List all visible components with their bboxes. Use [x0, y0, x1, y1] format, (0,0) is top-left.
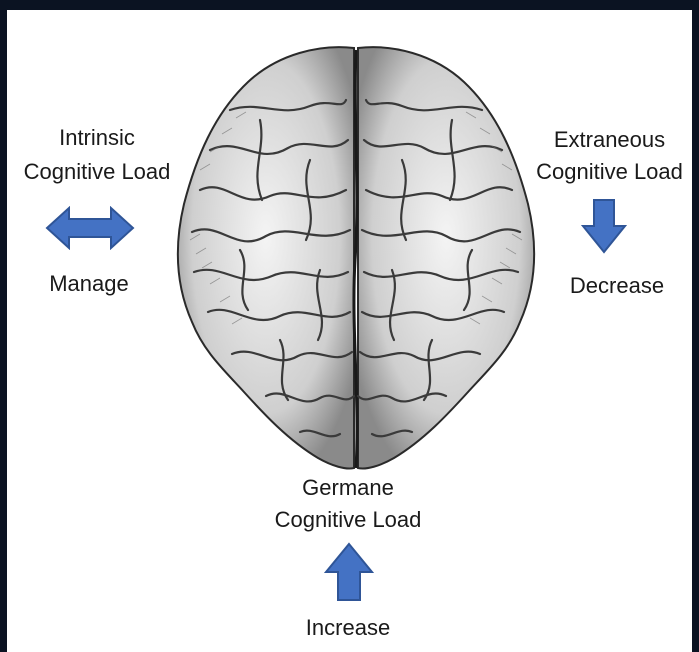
extraneous-action: Decrease [537, 270, 697, 302]
germane-title-line2: Cognitive Load [253, 504, 443, 536]
down-arrow-icon [581, 198, 627, 254]
right-hemisphere [358, 47, 534, 468]
left-hemisphere [178, 47, 354, 468]
up-arrow-icon [324, 542, 374, 602]
double-horizontal-arrow-icon [45, 206, 135, 250]
extraneous-title-line2: Cognitive Load [527, 156, 692, 188]
extraneous-title-line1: Extraneous [527, 124, 692, 156]
intrinsic-title-line2: Cognitive Load [9, 156, 185, 188]
germane-title-line1: Germane [253, 472, 443, 504]
intrinsic-title-line1: Intrinsic [9, 122, 185, 154]
brain-illustration [170, 40, 542, 475]
intrinsic-action: Manage [9, 268, 169, 300]
diagram-panel: Intrinsic Cognitive Load Manage Extraneo… [7, 10, 692, 652]
germane-action: Increase [253, 612, 443, 644]
